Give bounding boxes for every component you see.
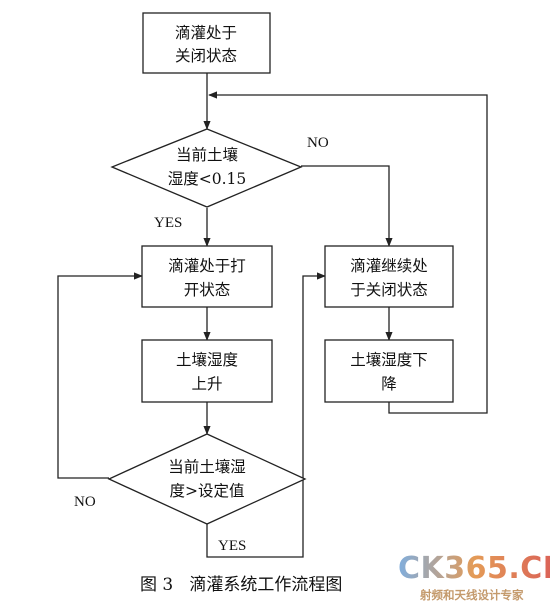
rise-box-line2: 上升 bbox=[191, 375, 222, 393]
keep-closed-box-line1: 滴灌继续处 bbox=[350, 257, 428, 275]
keep-closed-box: 滴灌继续处 于关闭状态 bbox=[324, 245, 454, 308]
decision-2-yes-label: YES bbox=[218, 538, 246, 554]
start-box: 滴灌处于 关闭状态 bbox=[142, 12, 271, 74]
edge-decision2-no bbox=[57, 272, 143, 479]
decision-1: 当前土壤 湿度<0.15 bbox=[110, 128, 303, 208]
edge-decision2-yes bbox=[206, 272, 326, 558]
rise-box: 土壤湿度 上升 bbox=[141, 339, 273, 403]
keep-closed-box-line2: 于关闭状态 bbox=[350, 281, 428, 299]
start-box-line2: 关闭状态 bbox=[175, 47, 237, 65]
watermark: CK365.CN 射频和天线设计专家 bbox=[398, 551, 550, 602]
start-box-line1: 滴灌处于 bbox=[175, 24, 237, 42]
decision-2: 当前土壤湿 度>设定值 bbox=[107, 433, 307, 525]
watermark-logo: CK365.CN bbox=[398, 551, 550, 586]
drop-box-line2: 降 bbox=[381, 375, 397, 393]
decision-1-yes-label: YES bbox=[154, 215, 182, 231]
edge-drop-loopback bbox=[208, 91, 488, 414]
decision-1-line2: 湿度<0.15 bbox=[168, 170, 247, 188]
decision-1-no-label: NO bbox=[307, 135, 329, 151]
drop-box: 土壤湿度下 降 bbox=[324, 339, 454, 403]
figure-caption: 图 3 滴灌系统工作流程图 bbox=[140, 575, 342, 595]
decision-1-line1: 当前土壤 bbox=[176, 145, 238, 164]
edge-decision1-no bbox=[301, 165, 393, 247]
open-box-line1: 滴灌处于打 bbox=[168, 257, 246, 275]
decision-2-no-label: NO bbox=[74, 494, 96, 510]
drop-box-line1: 土壤湿度下 bbox=[350, 350, 428, 369]
rise-box-line1: 土壤湿度 bbox=[176, 350, 238, 369]
decision-2-line1: 当前土壤湿 bbox=[168, 457, 246, 476]
decision-2-line2: 度>设定值 bbox=[170, 482, 245, 500]
open-box: 滴灌处于打 开状态 bbox=[141, 245, 273, 308]
open-box-line2: 开状态 bbox=[184, 281, 231, 299]
watermark-tagline: 射频和天线设计专家 bbox=[419, 588, 524, 602]
